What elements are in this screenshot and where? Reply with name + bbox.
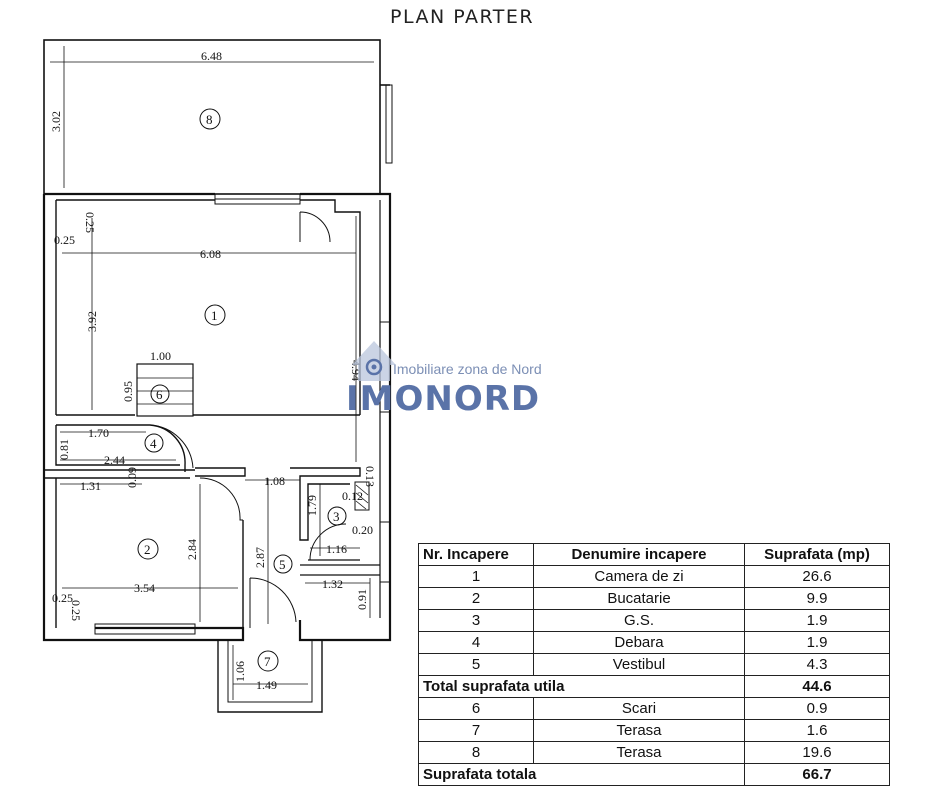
room-circle-7 xyxy=(257,650,279,672)
room-number-6: 6 xyxy=(156,387,163,402)
watermark: Imobiliare zona de Nord IMONORD xyxy=(340,335,600,425)
rooms-table: Nr. Incapere Denumire incapere Suprafata… xyxy=(418,543,890,786)
cell-name: G.S. xyxy=(533,609,745,632)
cell-nr: 3 xyxy=(418,609,534,632)
total-label: Suprafata totala xyxy=(418,763,745,786)
table-row: 6 Scari 0.9 xyxy=(418,697,890,720)
cell-area: 19.6 xyxy=(744,741,890,764)
dim-kitchen-corner-a: 0.25 xyxy=(52,591,73,605)
room-circle-6 xyxy=(150,384,170,404)
dim-bath-width: 1.16 xyxy=(326,542,347,556)
cell-area: 1.6 xyxy=(744,719,890,742)
porch-outline xyxy=(217,640,323,713)
dim-terrace-depth: 3.02 xyxy=(49,111,63,132)
room-circle-8 xyxy=(199,108,221,130)
room-number-7: 7 xyxy=(264,654,271,669)
cell-nr: 5 xyxy=(418,653,534,676)
dim-porch-depth: 1.06 xyxy=(233,661,247,682)
plan-title: PLAN PARTER xyxy=(390,6,535,28)
dim-bath-depth: 1.79 xyxy=(305,495,319,516)
cell-nr: 7 xyxy=(418,719,534,742)
total-value: 66.7 xyxy=(744,763,890,786)
shaft xyxy=(354,481,370,511)
dim-entry-depth: 0.91 xyxy=(355,589,369,610)
room-circle-3 xyxy=(327,506,347,526)
table-row: 4 Debara 1.9 xyxy=(418,631,890,654)
subtotal-value: 44.6 xyxy=(744,675,890,698)
dim-living-width: 6.08 xyxy=(200,247,221,261)
table-row: 5 Vestibul 4.3 xyxy=(418,653,890,676)
subtotal-label: Total suprafata utila xyxy=(418,675,745,698)
dim-storage-width: 1.70 xyxy=(88,426,109,440)
cell-name: Terasa xyxy=(533,741,745,764)
header-room-number: Nr. Incapere xyxy=(418,543,534,566)
dim-wall-thk: 0.09 xyxy=(125,467,139,488)
outer-wall xyxy=(42,194,245,642)
cell-area: 26.6 xyxy=(744,565,890,588)
dim-kitchen-corner-b: 0.25 xyxy=(69,600,83,621)
table-header-row: Nr. Incapere Denumire incapere Suprafata… xyxy=(418,543,890,566)
dim-porch-width: 1.49 xyxy=(256,678,277,692)
cell-name: Debara xyxy=(533,631,745,654)
dim-terrace-width: 6.48 xyxy=(201,49,222,63)
header-area: Suprafata (mp) xyxy=(744,543,890,566)
room-number-2: 2 xyxy=(144,542,151,557)
cell-nr: 4 xyxy=(418,631,534,654)
cell-nr: 8 xyxy=(418,741,534,764)
room-circle-1 xyxy=(204,304,226,326)
watermark-subtitle: Imobiliare zona de Nord xyxy=(393,361,542,377)
table-row: 8 Terasa 19.6 xyxy=(418,741,890,764)
dim-stair-width: 1.00 xyxy=(150,349,171,363)
room-circle-4 xyxy=(144,433,164,453)
dim-hall-depth: 2.87 xyxy=(253,547,267,568)
table-row: 2 Bucatarie 9.9 xyxy=(418,587,890,610)
dim-kitchen-width: 3.54 xyxy=(134,581,155,595)
stair-outline xyxy=(136,363,194,417)
cell-nr: 1 xyxy=(418,565,534,588)
cell-area: 1.9 xyxy=(744,631,890,654)
dim-storage-depth: 0.81 xyxy=(57,439,71,460)
room-number-3: 3 xyxy=(333,509,340,524)
room-circle-5 xyxy=(273,554,293,574)
cell-nr: 6 xyxy=(418,697,534,720)
room-number-1: 1 xyxy=(211,308,218,323)
dim-corner-a: 0.25 xyxy=(54,233,75,247)
dim-entry-width: 1.32 xyxy=(322,577,343,591)
dim-bath-side: 0.20 xyxy=(352,523,373,537)
cell-nr: 2 xyxy=(418,587,534,610)
room-circle-2 xyxy=(137,538,159,560)
dim-hall-width: 1.08 xyxy=(264,474,285,488)
dim-bath-shaft: 0.12 xyxy=(342,489,363,503)
total-row: Suprafata totala 66.7 xyxy=(418,763,890,786)
room-number-8: 8 xyxy=(206,112,213,127)
cell-area: 0.9 xyxy=(744,697,890,720)
cell-name: Terasa xyxy=(533,719,745,742)
table-row: 7 Terasa 1.6 xyxy=(418,719,890,742)
table-row: 1 Camera de zi 26.6 xyxy=(418,565,890,588)
room-number-4: 4 xyxy=(150,436,157,451)
cell-name: Vestibul xyxy=(533,653,745,676)
cell-area: 1.9 xyxy=(744,609,890,632)
watermark-brand: IMONORD xyxy=(346,379,541,419)
cell-name: Bucatarie xyxy=(533,587,745,610)
dim-corner-b: 0.25 xyxy=(83,212,97,233)
cell-name: Scari xyxy=(533,697,745,720)
dim-kitchen-depth: 2.84 xyxy=(185,539,199,560)
dim-bath-top: 0.13 xyxy=(363,466,377,487)
cell-area: 4.3 xyxy=(744,653,890,676)
table-row: 3 G.S. 1.9 xyxy=(418,609,890,632)
cell-area: 9.9 xyxy=(744,587,890,610)
room-number-5: 5 xyxy=(279,557,286,572)
cell-name: Camera de zi xyxy=(533,565,745,588)
header-room-name: Denumire incapere xyxy=(533,543,745,566)
subtotal-row: Total suprafata utila 44.6 xyxy=(418,675,890,698)
dim-kitchen-offset: 1.31 xyxy=(80,479,101,493)
dim-wall-len: 2.44 xyxy=(104,453,125,467)
dim-living-depth: 3.92 xyxy=(85,311,99,332)
dim-stair-depth: 0.95 xyxy=(121,381,135,402)
house-logo-icon xyxy=(352,341,396,381)
